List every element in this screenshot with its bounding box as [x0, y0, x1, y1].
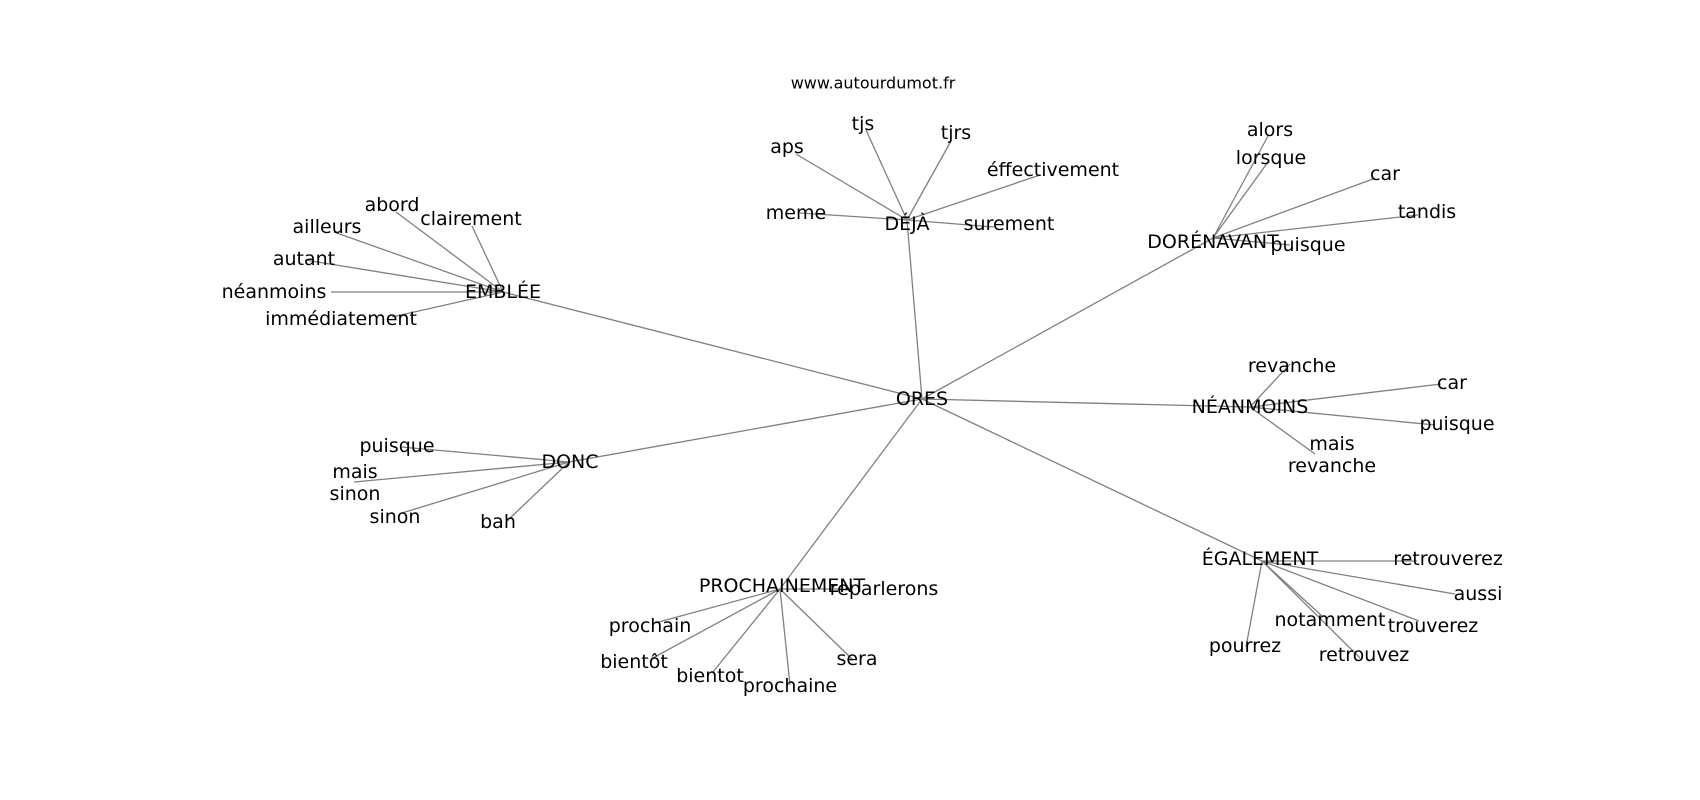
hub-node-label: PROCHAINEMENT [699, 575, 866, 597]
edge-2-1 [471, 225, 504, 293]
edge-0-0 [795, 153, 908, 221]
hub-node-label: DÉJÀ [885, 212, 930, 235]
edge-5-3 [1261, 560, 1420, 622]
leaf-node-label: reparlerons [830, 578, 939, 600]
leaf-node-label: trouverez [1388, 615, 1479, 637]
leaf-node-label: bah [480, 511, 516, 533]
edge-center-6 [779, 398, 923, 590]
edge-6-2 [650, 588, 781, 660]
leaf-node-label: alors [1247, 119, 1293, 141]
leaf-node-label: sera [836, 648, 877, 670]
leaf-node-label: revanche [1248, 355, 1336, 377]
leaf-node-label: retrouverez [1393, 548, 1503, 570]
leaf-node-label: puisque [1419, 413, 1494, 435]
leaf-node-label: sinon [370, 506, 421, 528]
leaf-node-label: notamment [1275, 609, 1386, 631]
edge-1-1 [1212, 161, 1269, 239]
edge-6-1 [654, 588, 781, 624]
hub-node-label: NÉANMOINS [1192, 395, 1309, 418]
leaf-node-label: prochain [609, 615, 692, 637]
edge-1-4 [1212, 237, 1291, 246]
edge-6-3 [712, 588, 781, 673]
hub-node-label: ÉGALEMENT [1202, 547, 1319, 570]
edge-center-3 [921, 398, 1251, 408]
edge-center-2 [502, 291, 923, 400]
leaf-node-label: abord [365, 194, 420, 216]
edge-6-4 [779, 588, 791, 686]
edge-4-3 [506, 461, 570, 522]
edge-5-5 [1261, 560, 1361, 659]
leaf-node-label: car [1370, 163, 1400, 185]
edge-center-1 [921, 237, 1214, 400]
edge-3-0 [1249, 363, 1291, 408]
hub-node-label: EMBLÉE [465, 280, 541, 303]
edge-3-2 [1249, 406, 1436, 426]
leaf-node-label: puisque [1270, 234, 1345, 256]
leaf-node-label: néanmoins [222, 281, 327, 303]
leaf-node-label: immédiatement [265, 308, 417, 330]
edge-5-1 [1261, 560, 1456, 595]
edge-1-2 [1212, 178, 1374, 239]
edge-2-2 [333, 231, 504, 293]
leaf-node-label: éffectivement [987, 159, 1119, 181]
edge-4-0 [400, 446, 570, 463]
edge-0-3 [906, 174, 1041, 221]
edge-4-1 [353, 461, 570, 483]
edge-2-3 [304, 259, 504, 293]
leaf-node-label: surement [964, 213, 1055, 235]
hub-node-label: DONC [541, 451, 598, 473]
leaf-node-label: car [1437, 372, 1467, 394]
leaf-node-label: tjs [852, 113, 875, 135]
edge-1-3 [1212, 214, 1419, 239]
leaf-node-label: autant [273, 248, 335, 270]
leaf-node-label: bientôt [600, 651, 668, 673]
edge-1-0 [1212, 135, 1269, 239]
leaf-node-label: ailleurs [293, 216, 362, 238]
edge-5-4 [1245, 560, 1263, 648]
leaf-node-label: clairement [420, 208, 521, 230]
leaf-node-label: meme [766, 202, 826, 224]
edge-2-5 [391, 291, 504, 318]
leaf-node-label: tjrs [941, 122, 971, 144]
edge-2-0 [395, 211, 504, 293]
edge-center-0 [906, 219, 923, 400]
leaf-node-label: lorsque [1236, 147, 1306, 169]
edge-3-1 [1249, 383, 1442, 408]
edge-0-4 [799, 212, 908, 221]
leaf-node-label: pourrez [1209, 635, 1281, 657]
graph-labels: www.autourdumot.fr DÉJÀ aps tjs tjrs éffecti… [222, 74, 1503, 698]
leaf-node-label: bientot [676, 665, 744, 687]
leaf-node-label: aps [770, 136, 804, 158]
leaf-node-label: puisque [359, 435, 434, 457]
edge-4-2 [401, 461, 570, 514]
leaf-node-label: prochaine [743, 675, 837, 697]
edge-6-5 [779, 588, 854, 661]
edge-center-5 [921, 398, 1263, 562]
edge-0-2 [906, 140, 952, 221]
site-watermark: www.autourdumot.fr [791, 74, 956, 93]
edge-0-5 [906, 219, 995, 228]
leaf-node-label: aussi [1454, 583, 1503, 605]
edge-center-4 [568, 398, 923, 463]
leaf-node-label: retrouvez [1319, 644, 1410, 666]
leaf-node-label: tandis [1398, 201, 1456, 223]
edge-3-3 [1249, 406, 1316, 455]
graph-edges [304, 129, 1456, 686]
edge-0-1 [865, 129, 908, 221]
hub-node-label: DORÉNAVANT [1147, 230, 1279, 253]
center-node-label: ORES [896, 388, 948, 410]
